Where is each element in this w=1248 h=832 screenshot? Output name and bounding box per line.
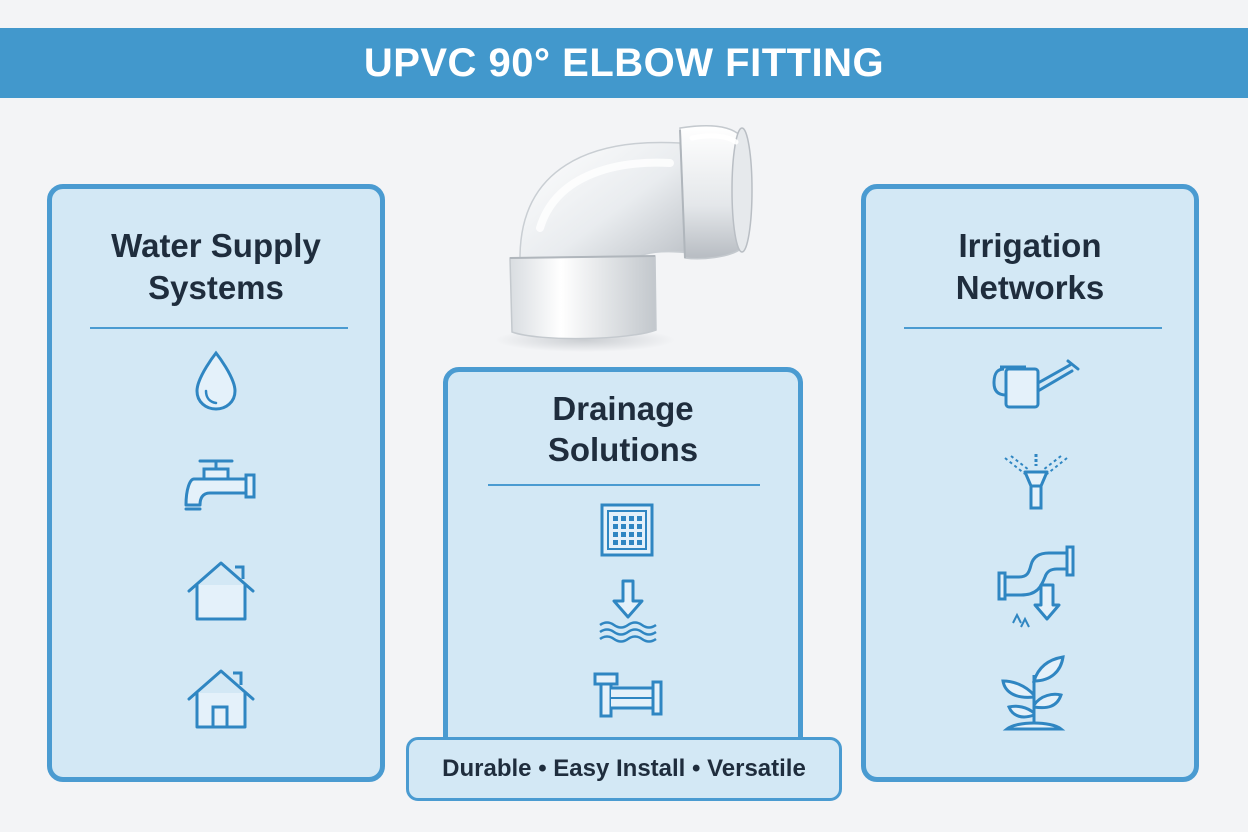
drainage-panel: Drainage Solutions (443, 367, 803, 760)
sprinkler-icon (997, 452, 1075, 514)
panel-divider (488, 484, 760, 486)
panel-heading-line1: Drainage (552, 390, 694, 427)
panel-heading-line2: Networks (955, 269, 1105, 306)
panel-divider (904, 327, 1162, 329)
plant-sprout-icon (999, 651, 1069, 733)
irrigation-panel: Irrigation Networks (861, 184, 1199, 782)
page-title: UPVC 90° ELBOW FITTING (363, 40, 885, 85)
pvc-elbow-image (480, 108, 770, 354)
floor-drain-grate-icon (599, 502, 655, 558)
panel-heading-line2: Systems (148, 269, 284, 306)
features-tagline: Durable • Easy Install • Versatile (406, 737, 842, 801)
features-tagline-text: Durable • Easy Install • Versatile (442, 755, 806, 782)
elbow-pipe-flow-icon (997, 543, 1077, 629)
pipe-fitting-icon (591, 668, 667, 720)
house-chimney-icon (185, 665, 257, 731)
title-banner: UPVC 90° ELBOW FITTING (0, 28, 1248, 98)
watering-can-icon (990, 353, 1082, 413)
panel-heading-line2: Solutions (547, 431, 699, 468)
panel-divider (90, 327, 348, 329)
water-supply-panel: Water Supply Systems (47, 184, 385, 782)
panel-heading-line1: Water Supply (111, 227, 321, 264)
drain-arrow-water-icon (596, 577, 660, 645)
water-drop-icon (191, 349, 241, 413)
panel-heading-line1: Irrigation (958, 227, 1102, 264)
house-icon (185, 557, 257, 623)
faucet-icon (180, 455, 260, 515)
